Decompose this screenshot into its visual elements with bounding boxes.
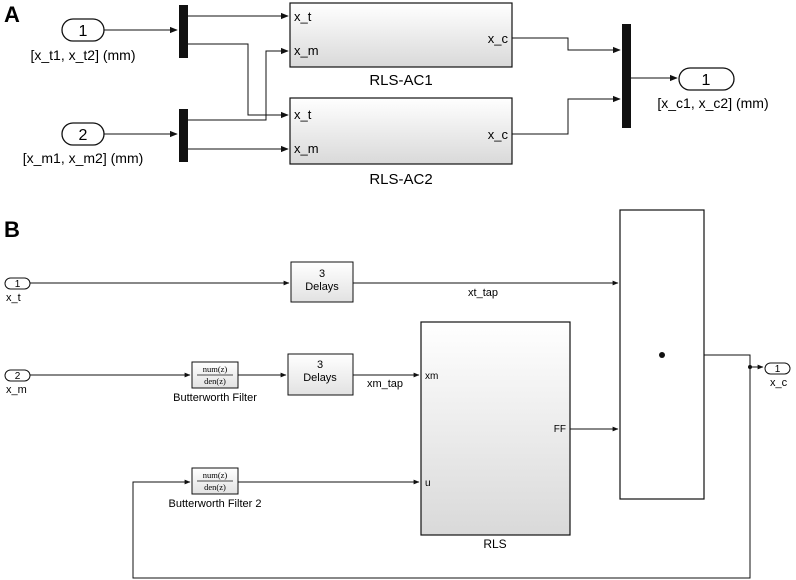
panel-b-label: B xyxy=(4,217,20,242)
rls-ac2-block[interactable]: x_t x_m x_c xyxy=(289,97,513,165)
rls-ac2-port-xt: x_t xyxy=(294,107,312,122)
rls-port-xm: xm xyxy=(425,371,438,382)
panel-b-inport-xm[interactable]: 2 xyxy=(4,369,31,382)
panel-a-inport-2-number: 2 xyxy=(79,127,88,144)
butterworth-filter-2[interactable]: num(z) den(z) xyxy=(191,467,239,495)
filter-1-name: Butterworth Filter xyxy=(173,392,257,404)
panel-a-label: A xyxy=(4,2,20,27)
rls-ac2-port-xm: x_m xyxy=(294,141,319,156)
panel-a-demux-1[interactable] xyxy=(179,5,188,58)
delay-block-1[interactable]: 3 Delays xyxy=(290,261,354,303)
signal-xt-tap: xt_tap xyxy=(468,287,498,299)
panel-b-inport-xt[interactable]: 1 xyxy=(4,277,31,290)
panel-b-outport-name: x_c xyxy=(770,377,788,389)
rls-ac1-block[interactable]: x_t x_m x_c xyxy=(289,2,513,68)
rls-block[interactable]: xm u FF xyxy=(420,321,571,536)
panel-a-inport-1[interactable]: 1 xyxy=(61,18,105,42)
delay-block-2[interactable]: 3 Delays xyxy=(287,353,354,396)
rls-ac1-name: RLS-AC1 xyxy=(369,72,432,89)
delay-1-label: Delays xyxy=(305,281,339,293)
filter-2-den: den(z) xyxy=(204,482,226,492)
panel-b-inport-xm-name: x_m xyxy=(6,384,27,396)
delay-2-count: 3 xyxy=(317,359,323,371)
panel-a-outport-signal: [x_c1, x_c2] (mm) xyxy=(657,95,768,111)
panel-a-outport[interactable]: 1 xyxy=(678,67,735,91)
signal-xm-tap: xm_tap xyxy=(367,378,403,390)
delay-2-label: Delays xyxy=(303,372,337,384)
rls-ac1-port-xc: x_c xyxy=(488,31,509,46)
panel-b-inport-xt-name: x_t xyxy=(6,292,21,304)
butterworth-filter-1[interactable]: num(z) den(z) xyxy=(191,361,239,389)
product-symbol xyxy=(659,352,665,358)
panel-a-demux-2[interactable] xyxy=(179,109,188,162)
panel-a-mux[interactable] xyxy=(622,24,631,128)
rls-name: RLS xyxy=(483,537,506,551)
panel-a-inport-2[interactable]: 2 xyxy=(61,122,105,146)
panel-a-inport-1-signal: [x_t1, x_t2] (mm) xyxy=(30,47,135,63)
panel-a-inport-2-signal: [x_m1, x_m2] (mm) xyxy=(23,150,144,166)
rls-port-ff: FF xyxy=(554,424,566,435)
filter-1-den: den(z) xyxy=(204,376,226,386)
filter-2-name: Butterworth Filter 2 xyxy=(169,498,262,510)
product-block[interactable] xyxy=(619,209,705,500)
rls-ac1-port-xm: x_m xyxy=(294,43,319,58)
filter-1-num: num(z) xyxy=(203,364,228,374)
panel-b-outport-number: 1 xyxy=(775,364,781,375)
rls-port-u: u xyxy=(425,478,431,489)
panel-a-outport-number: 1 xyxy=(702,72,711,89)
panel-b-outport[interactable]: 1 xyxy=(764,362,791,375)
rls-ac2-name: RLS-AC2 xyxy=(369,171,432,188)
filter-2-num: num(z) xyxy=(203,470,228,480)
rls-ac1-port-xt: x_t xyxy=(294,9,312,24)
panel-a-inport-1-number: 1 xyxy=(79,23,88,40)
panel-b-inport-xm-number: 2 xyxy=(15,371,21,382)
rls-ac2-port-xc: x_c xyxy=(488,127,509,142)
panel-b-inport-xt-number: 1 xyxy=(15,279,21,290)
delay-1-count: 3 xyxy=(319,268,325,280)
